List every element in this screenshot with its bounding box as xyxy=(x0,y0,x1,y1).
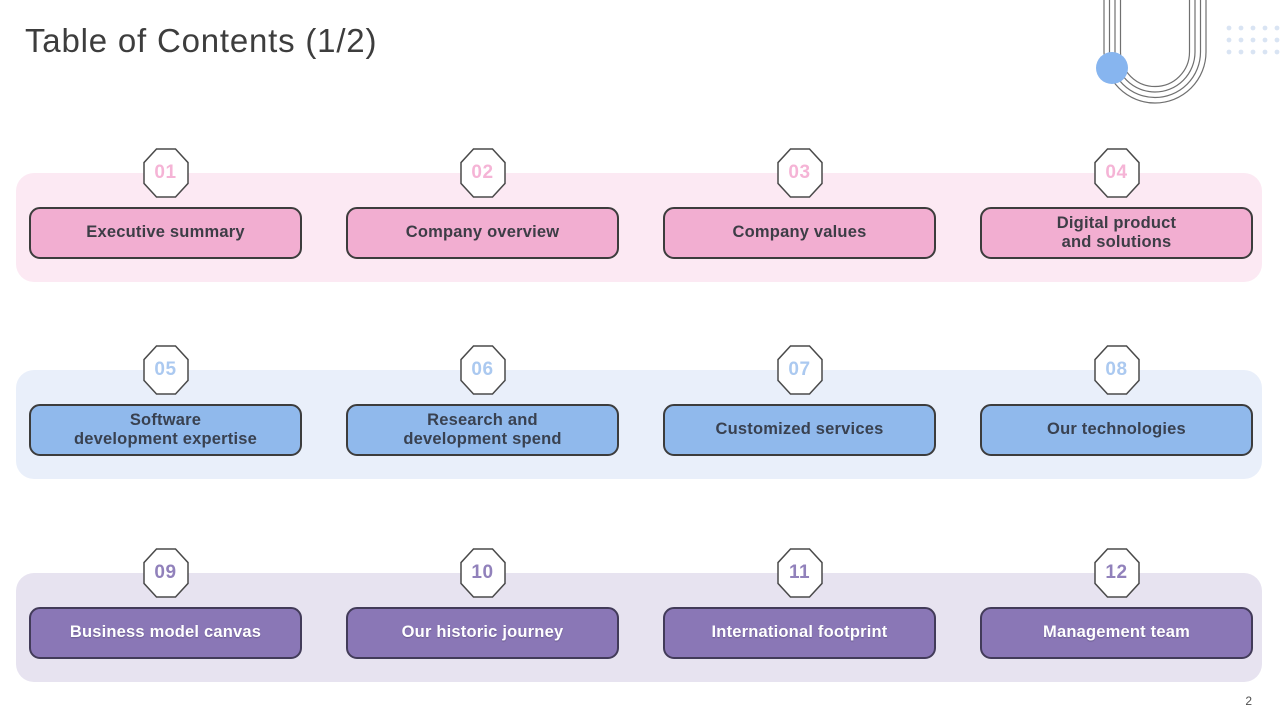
toc-item: 05 Software development expertise xyxy=(29,345,302,456)
toc-item: 09 Business model canvas xyxy=(29,548,302,659)
item-number: 02 xyxy=(471,162,494,183)
item-number: 06 xyxy=(471,359,494,380)
item-number: 10 xyxy=(471,562,494,583)
dots-grid-icon xyxy=(1226,25,1280,55)
toc-button-company-values[interactable]: Company values xyxy=(663,207,936,259)
page-title: Table of Contents (1/2) xyxy=(25,22,378,59)
toc-item: 12 Management team xyxy=(980,548,1253,659)
toc-button-company-overview[interactable]: Company overview xyxy=(346,207,619,259)
item-number: 05 xyxy=(154,359,177,380)
toc-item: 11 International footprint xyxy=(663,548,936,659)
toc-item: 04 Digital product and solutions xyxy=(980,148,1253,259)
toc-button-our-historic-journey[interactable]: Our historic journey xyxy=(346,607,619,659)
toc-item: 10 Our historic journey xyxy=(346,548,619,659)
toc-button-business-model-canvas[interactable]: Business model canvas xyxy=(29,607,302,659)
toc-row-3: 09 Business model canvas 10 Our historic… xyxy=(16,548,1262,713)
item-number: 03 xyxy=(788,162,811,183)
toc-item: 03 Company values xyxy=(663,148,936,259)
toc-item: 07 Customized services xyxy=(663,345,936,456)
toc-button-international-footprint[interactable]: International footprint xyxy=(663,607,936,659)
toc-button-software-development-expertise[interactable]: Software development expertise xyxy=(29,404,302,456)
toc-button-research-and-development-spend[interactable]: Research and development spend xyxy=(346,404,619,456)
toc-button-customized-services[interactable]: Customized services xyxy=(663,404,936,456)
item-number: 01 xyxy=(154,162,177,183)
octagon-number-badge: 12 xyxy=(1093,548,1140,598)
toc-item: 08 Our technologies xyxy=(980,345,1253,456)
octagon-number-badge: 08 xyxy=(1093,345,1140,395)
octagon-number-badge: 01 xyxy=(142,148,189,198)
octagon-number-badge: 04 xyxy=(1093,148,1140,198)
toc-item: 01 Executive summary xyxy=(29,148,302,259)
blue-circle xyxy=(1096,52,1128,84)
item-number: 04 xyxy=(1105,162,1128,183)
page-number: 2 xyxy=(1245,694,1252,708)
toc-button-our-technologies[interactable]: Our technologies xyxy=(980,404,1253,456)
toc-item: 06 Research and development spend xyxy=(346,345,619,456)
octagon-number-badge: 09 xyxy=(142,548,189,598)
toc-button-digital-product-and-solutions[interactable]: Digital product and solutions xyxy=(980,207,1253,259)
item-number: 07 xyxy=(788,359,811,380)
octagon-number-badge: 05 xyxy=(142,345,189,395)
u-lines-icon xyxy=(1096,0,1207,104)
toc-button-executive-summary[interactable]: Executive summary xyxy=(29,207,302,259)
item-number: 11 xyxy=(788,562,811,583)
octagon-number-badge: 07 xyxy=(776,345,823,395)
item-number: 08 xyxy=(1105,359,1128,380)
octagon-number-badge: 10 xyxy=(459,548,506,598)
toc-row-1: 01 Executive summary 02 Company overview… xyxy=(16,148,1262,313)
octagon-number-badge: 03 xyxy=(776,148,823,198)
toc-row-2: 05 Software development expertise 06 Res… xyxy=(16,345,1262,510)
item-number: 12 xyxy=(1105,562,1128,583)
item-number: 09 xyxy=(154,562,177,583)
octagon-number-badge: 02 xyxy=(459,148,506,198)
toc-item: 02 Company overview xyxy=(346,148,619,259)
octagon-number-badge: 06 xyxy=(459,345,506,395)
octagon-number-badge: 11 xyxy=(776,548,823,598)
toc-button-management-team[interactable]: Management team xyxy=(980,607,1253,659)
